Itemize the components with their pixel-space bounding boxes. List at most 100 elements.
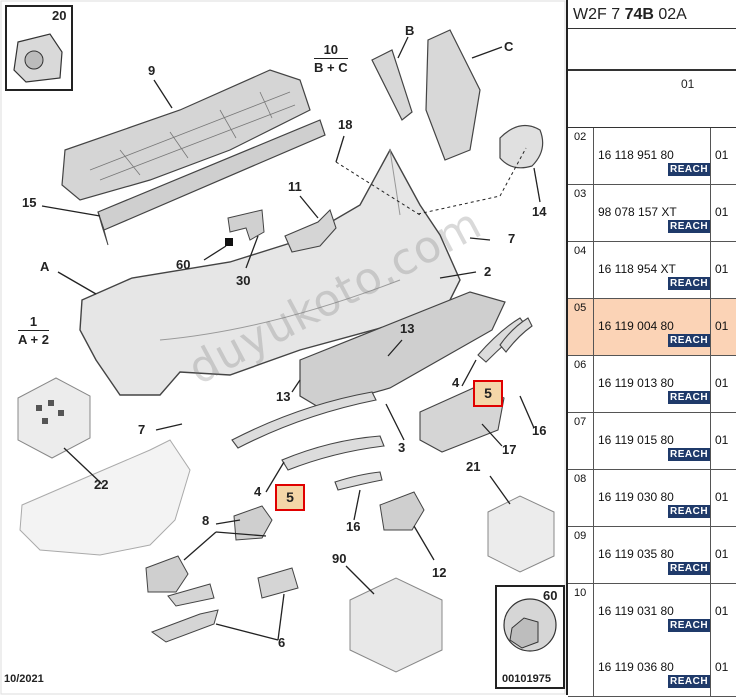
callout-22: 22 — [94, 477, 109, 492]
callout-6: 6 — [278, 635, 286, 650]
callout-9: 9 — [148, 63, 156, 78]
part-qty: 01 — [715, 262, 729, 276]
reference-suffix: 02A — [653, 6, 687, 23]
corner-box-60-label: 60 — [543, 588, 558, 603]
part-number[interactable]: 16 119 035 80 — [598, 547, 674, 561]
part-number[interactable]: 16 119 031 80 — [598, 604, 674, 618]
qty-column-divider — [710, 185, 711, 241]
fraction-top: 10 — [314, 42, 348, 59]
qty-column-divider — [710, 527, 711, 583]
callout-16-lower: 16 — [346, 519, 361, 534]
qty-column-divider — [710, 299, 711, 355]
callout-90: 90 — [332, 551, 347, 566]
part-number[interactable]: 16 118 954 XT — [598, 262, 676, 276]
callout-13-lower: 13 — [276, 389, 291, 404]
qty-column-divider — [710, 413, 711, 469]
row-index: 03 — [568, 185, 594, 241]
corner-box-20-label: 20 — [52, 8, 67, 23]
reference-code: W2F 7 74B 02A — [568, 0, 736, 29]
callout-7-left: 7 — [138, 422, 146, 437]
reach-badge: REACH — [668, 277, 711, 290]
callout-3: 3 — [398, 440, 406, 455]
part-qty: 01 — [715, 433, 729, 447]
reach-badge: REACH — [668, 220, 711, 233]
fraction-top: 1 — [18, 314, 49, 331]
part-number[interactable]: 98 078 157 XT — [598, 205, 677, 219]
part-number[interactable]: 16 119 013 80 — [598, 376, 674, 390]
part-B-bracket — [371, 49, 413, 121]
part-number[interactable]: 16 119 004 80 — [598, 319, 674, 333]
parts-illustration — [0, 0, 566, 695]
callout-11: 11 — [288, 179, 302, 194]
callout-16-right: 16 — [532, 423, 547, 438]
row-index: 10 — [568, 584, 594, 696]
part-qty: 01 — [715, 205, 729, 219]
part-qty: 01 — [715, 148, 729, 162]
row-index: 05 — [568, 299, 594, 355]
qty-column-divider — [710, 584, 711, 696]
callout-7-right: 7 — [508, 231, 516, 246]
reach-badge: REACH — [668, 619, 711, 632]
part-number[interactable]: 16 119 036 80 — [598, 660, 674, 674]
part-3-diffuser — [299, 291, 506, 409]
part-qty: 01 — [715, 319, 729, 333]
qty-column-divider — [710, 356, 711, 412]
part-C-bracket — [425, 29, 481, 161]
part-number[interactable]: 16 119 030 80 — [598, 490, 674, 504]
callout-12: 12 — [432, 565, 447, 580]
callout-30: 30 — [236, 273, 251, 288]
callout-13-upper: 13 — [400, 321, 415, 336]
qty-column-divider — [710, 470, 711, 526]
highlighted-part-5-lower[interactable]: 5 — [275, 484, 305, 511]
row-index: 09 — [568, 527, 594, 583]
row-index: 06 — [568, 356, 594, 412]
reach-badge: REACH — [668, 163, 711, 176]
part-number[interactable]: 16 119 015 80 — [598, 433, 674, 447]
callout-A: A — [40, 259, 50, 274]
reference-bold: 74B — [624, 6, 654, 23]
fraction-label-1: 1 A + 2 — [18, 314, 49, 347]
parts-diagram: 20 60 10 B + C 1 A + 2 9 B C 18 11 15 60… — [0, 0, 566, 695]
callout-60: 60 — [176, 257, 191, 272]
fraction-bottom: A + 2 — [18, 332, 49, 347]
highlighted-part-5-upper[interactable]: 5 — [473, 380, 503, 407]
qty-column-divider — [710, 242, 711, 298]
reach-badge: REACH — [668, 675, 711, 688]
callout-C: C — [504, 39, 514, 54]
diagram-figure-code: 00101975 — [502, 673, 551, 685]
fraction-label-10: 10 B + C — [314, 42, 348, 75]
callout-15: 15 — [22, 195, 37, 210]
row-index: 02 — [568, 128, 594, 184]
callout-B: B — [405, 23, 415, 38]
part-9-absorber — [61, 69, 311, 201]
callout-21: 21 — [466, 459, 481, 474]
diagram-date: 10/2021 — [4, 673, 44, 685]
reach-badge: REACH — [668, 391, 711, 404]
qty-header-row: 01 — [568, 71, 736, 128]
callout-4-upper: 4 — [452, 375, 460, 390]
callout-4-lower: 4 — [254, 484, 262, 499]
callout-18: 18 — [338, 117, 353, 132]
callout-2: 2 — [484, 264, 492, 279]
part-number[interactable]: 16 118 951 80 — [598, 148, 674, 162]
part-qty: 01 — [715, 604, 729, 618]
reach-badge: REACH — [668, 505, 711, 518]
part-qty: 01 — [715, 376, 729, 390]
reach-badge: REACH — [668, 562, 711, 575]
row-index: 07 — [568, 413, 594, 469]
part-qty: 01 — [715, 490, 729, 504]
row-index: 08 — [568, 470, 594, 526]
part-qty: 01 — [715, 660, 729, 674]
panel-spacer — [568, 29, 736, 71]
